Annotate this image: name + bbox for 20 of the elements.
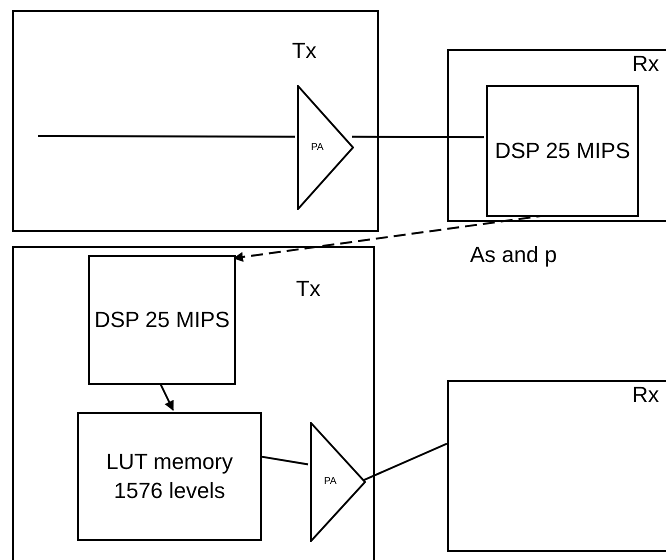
connector-line xyxy=(38,135,295,138)
unit-label: Tx xyxy=(296,278,320,300)
amplifier-label: PA xyxy=(324,477,337,487)
process-box: DSP 25 MIPS xyxy=(88,255,236,385)
connector-line xyxy=(352,136,484,138)
unit-label: Tx xyxy=(292,40,316,62)
process-box: DSP 25 MIPS xyxy=(486,85,639,217)
arrow xyxy=(159,382,174,411)
signal-label: As and p xyxy=(470,244,557,266)
amplifier-label: PA xyxy=(311,142,324,152)
process-box: LUT memory 1576 levels xyxy=(77,412,262,541)
unit-frame xyxy=(447,49,666,222)
amplifier-triangle xyxy=(297,85,354,210)
connector-line xyxy=(364,442,448,481)
unit-label: Rx xyxy=(632,384,659,406)
unit-frame xyxy=(447,380,666,552)
unit-frame xyxy=(12,10,379,232)
unit-frame xyxy=(12,246,375,560)
amplifier-triangle xyxy=(310,422,366,542)
unit-label: Rx xyxy=(632,53,659,75)
